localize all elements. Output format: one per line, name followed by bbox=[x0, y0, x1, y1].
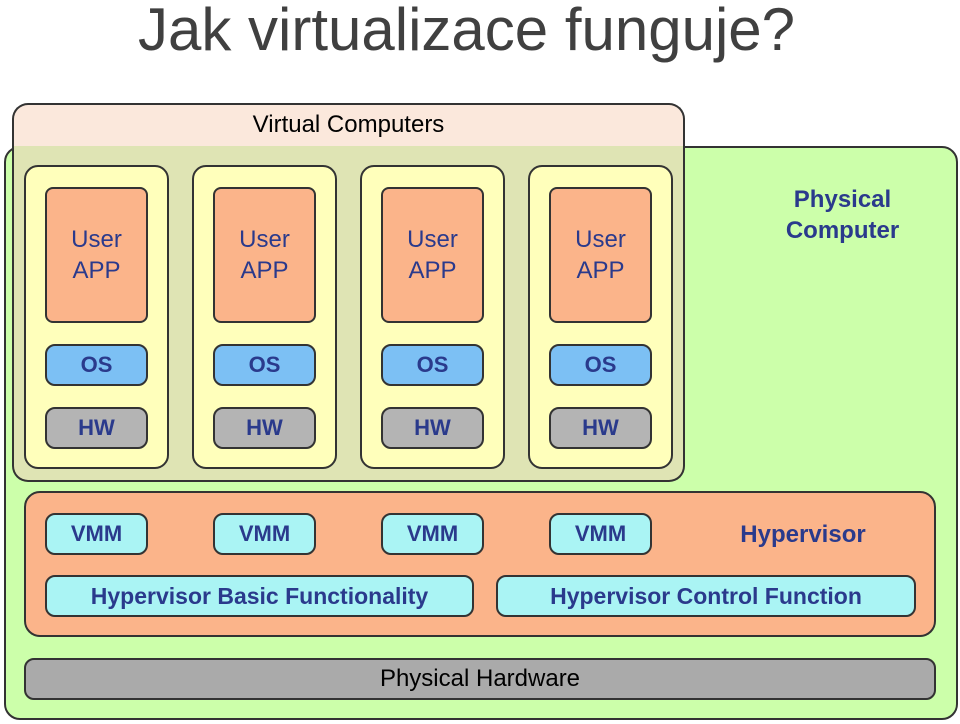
hw-1: HW bbox=[45, 407, 148, 449]
user-app-3: User APP bbox=[381, 187, 484, 323]
user-app-1: User APP bbox=[45, 187, 148, 323]
physical-computer-label: Physical Computer bbox=[785, 186, 900, 244]
virtual-computers-label: Virtual Computers bbox=[252, 111, 445, 138]
vmm-2: VMM bbox=[213, 513, 316, 555]
user-app-2: User APP bbox=[213, 187, 316, 323]
hypervisor-basic-functionality: Hypervisor Basic Functionality bbox=[45, 575, 474, 617]
hw-4: HW bbox=[549, 407, 652, 449]
vmm-4: VMM bbox=[549, 513, 652, 555]
physical-hardware: Physical Hardware bbox=[24, 658, 936, 700]
hypervisor-label: Hypervisor bbox=[740, 521, 866, 548]
vmm-3: VMM bbox=[381, 513, 484, 555]
user-app-4: User APP bbox=[549, 187, 652, 323]
os-2: OS bbox=[213, 344, 316, 386]
os-1: OS bbox=[45, 344, 148, 386]
os-3: OS bbox=[381, 344, 484, 386]
page-title: Jak virtualizace funguje? bbox=[138, 0, 796, 63]
hypervisor-control-function: Hypervisor Control Function bbox=[496, 575, 916, 617]
virtual-computers-header bbox=[12, 103, 685, 146]
hw-2: HW bbox=[213, 407, 316, 449]
hw-3: HW bbox=[381, 407, 484, 449]
os-4: OS bbox=[549, 344, 652, 386]
vmm-1: VMM bbox=[45, 513, 148, 555]
